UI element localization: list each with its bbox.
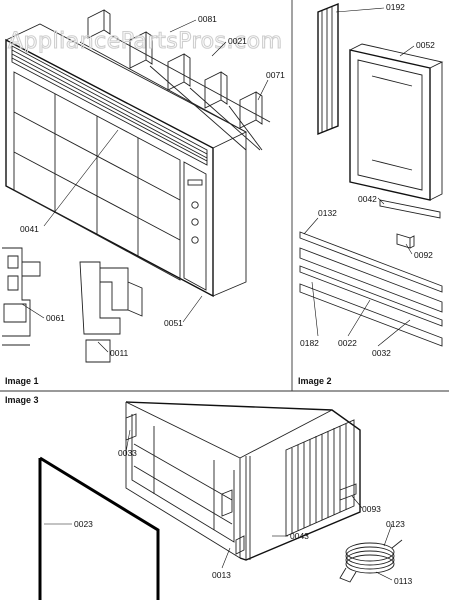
caption-image-1: Image 1 <box>5 376 39 386</box>
label-0123: 0123 <box>386 519 405 529</box>
label-0021: 0021 <box>228 36 247 46</box>
part-labels: 0081 0021 0071 0041 0061 0011 0051 0192 … <box>20 2 435 586</box>
label-0041: 0041 <box>20 224 39 234</box>
label-0011: 0011 <box>110 348 129 358</box>
cabinet-assembly <box>125 401 361 561</box>
front-gasket-0023 <box>38 456 160 600</box>
small-clip-0092 <box>396 233 415 249</box>
curtain-seal-0042 <box>379 199 441 219</box>
detail-clip-0011 <box>79 261 143 363</box>
label-0071: 0071 <box>266 70 285 80</box>
curtain-frame <box>349 43 444 201</box>
label-0081: 0081 <box>198 14 217 24</box>
label-0043: 0043 <box>290 531 309 541</box>
label-0182: 0182 <box>300 338 319 348</box>
panel-captions: Image 1 Image 2 Image 3 <box>5 376 332 405</box>
power-cord-0123 <box>339 539 403 583</box>
label-0093: 0093 <box>362 504 381 514</box>
caption-image-3: Image 3 <box>5 395 39 405</box>
side-curtain-accordion <box>317 2 339 136</box>
label-0023: 0023 <box>74 519 93 529</box>
label-0013: 0013 <box>212 570 231 580</box>
label-0051: 0051 <box>164 318 183 328</box>
label-0022: 0022 <box>338 338 357 348</box>
front-grille-assembly <box>5 23 247 298</box>
label-0042: 0042 <box>358 194 377 204</box>
label-0061: 0061 <box>46 313 65 323</box>
panel-borders <box>0 0 449 392</box>
leader-lines <box>21 7 415 581</box>
label-0192: 0192 <box>386 2 405 12</box>
label-0132: 0132 <box>318 208 337 218</box>
detail-clip-0061 <box>2 247 41 346</box>
window-sill-rails <box>299 231 443 347</box>
mounting-brackets <box>79 9 271 151</box>
label-0052: 0052 <box>416 40 435 50</box>
watermark-text: AppliancePartsPros.com <box>8 29 283 54</box>
caption-image-2: Image 2 <box>298 376 332 386</box>
label-0032: 0032 <box>372 348 391 358</box>
label-0033: 0033 <box>118 448 137 458</box>
label-0113: 0113 <box>394 576 413 586</box>
label-0092: 0092 <box>414 250 433 260</box>
